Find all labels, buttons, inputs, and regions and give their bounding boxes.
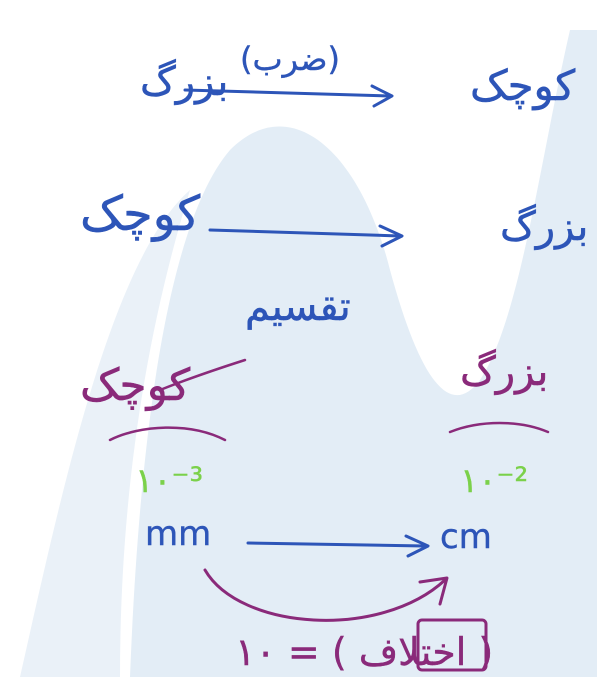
line2-divide-text: تقسیم	[245, 284, 351, 330]
watermark-logo	[20, 30, 597, 677]
line-2: کوچک بزرگ تقسیم	[80, 186, 589, 331]
line-1: بزرگ (ضرب) کوچک	[140, 40, 576, 110]
unit-arrow	[246, 541, 427, 548]
line1-arrow	[183, 88, 392, 98]
mm-unit-text: mm	[145, 514, 211, 554]
unit-arrowhead	[404, 534, 430, 558]
line2-arrow	[208, 228, 402, 238]
line1-right-text: کوچک	[470, 61, 575, 110]
ten-box	[416, 618, 488, 672]
curved-arrowhead	[418, 576, 449, 606]
line-3: کوچک بزرگ	[80, 349, 550, 442]
difference-text: ۱۰ = ( اختلاف )	[235, 630, 493, 674]
line2-left-text: کوچک	[80, 186, 200, 242]
line3-overline-left	[158, 358, 247, 392]
line1-arrowhead	[370, 84, 394, 108]
line1-left-text: بزرگ	[140, 59, 228, 105]
line3-underline-left	[108, 426, 227, 442]
line1-arrow-label: (ضرب)	[240, 40, 340, 78]
cm-exponent-text: ۱۰⁻²	[460, 461, 528, 501]
cm-unit-text: cm	[440, 517, 492, 557]
line3-underline-right	[448, 421, 550, 434]
line2-arrowhead	[378, 224, 404, 248]
line2-right-text: بزرگ	[500, 204, 588, 250]
line3-right-text: بزرگ	[460, 349, 548, 395]
mm-exponent-text: ۱۰⁻³	[135, 461, 203, 501]
line-4: ۱۰⁻³ ۱۰⁻² mm cm ۱۰ = ( اختلاف )	[135, 461, 529, 674]
curved-arrow	[203, 568, 447, 622]
